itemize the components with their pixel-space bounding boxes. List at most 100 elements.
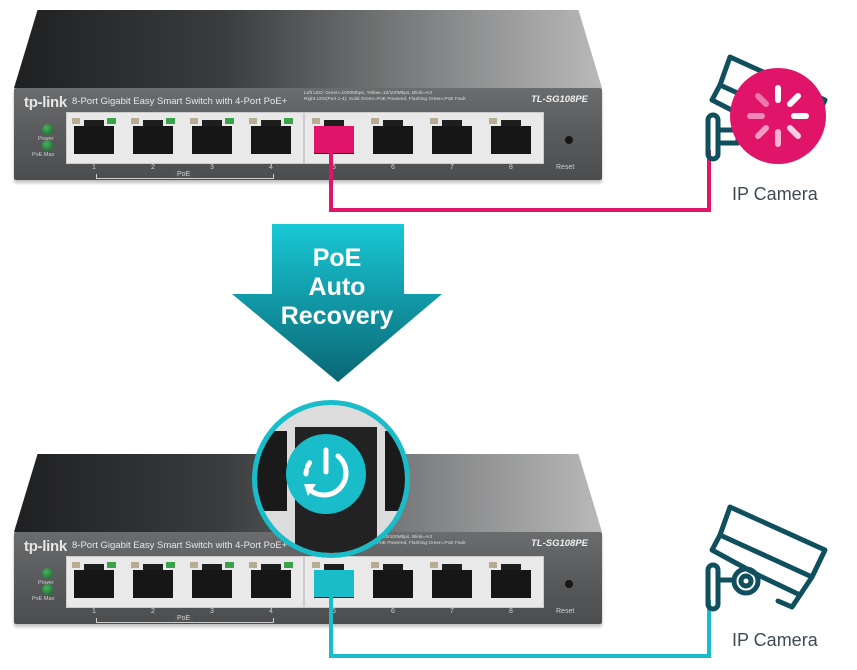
link-led: [430, 562, 438, 568]
switch-top-panel: [14, 10, 602, 88]
model-number: TL-SG108PE: [530, 538, 588, 549]
poe-max-led: [42, 584, 53, 595]
port-latch: [501, 564, 521, 572]
port-number: 8: [509, 608, 513, 615]
led-legend-line: Right LED(Port 1-4): Solid Green=PoE Pow…: [304, 97, 466, 102]
port-latch: [84, 564, 104, 572]
switch-front-panel: tp-link 8-Port Gigabit Easy Smart Switch…: [14, 532, 602, 624]
link-led: [312, 562, 320, 568]
led-legend-line: Left LED: Green=1000Mbps, Yellow=10/100M…: [304, 91, 433, 96]
ethernet-port-6[interactable]: [369, 116, 417, 156]
reset-label: Reset: [556, 608, 575, 615]
port-number: 3: [210, 164, 214, 171]
port-latch: [324, 120, 344, 128]
ethernet-plug: [314, 126, 354, 153]
link-led: [190, 118, 198, 124]
port-latch: [324, 564, 344, 572]
port-number: 5: [332, 608, 336, 615]
spinner-ticks: [747, 85, 809, 147]
poe-bracket: [96, 174, 274, 179]
ethernet-port-8[interactable]: [487, 560, 535, 600]
arrow-label-line: Auto: [308, 273, 366, 301]
ethernet-port-7[interactable]: [428, 116, 476, 156]
link-led: [249, 562, 257, 568]
port-latch: [442, 564, 462, 572]
arrow-label: PoE Auto Recovery: [232, 244, 442, 331]
port-number: 7: [450, 608, 454, 615]
ethernet-cable-recovered: [707, 600, 711, 658]
link-led: [430, 118, 438, 124]
poe-label: PoE: [174, 171, 194, 178]
ethernet-port-3[interactable]: [188, 116, 236, 156]
poe-led: [107, 118, 116, 124]
brand-logo: tp-link: [24, 538, 67, 555]
poe-led: [225, 562, 234, 568]
switch-faulted: tp-link 8-Port Gigabit Easy Smart Switch…: [0, 0, 620, 180]
link-led: [131, 118, 139, 124]
reset-label: Reset: [556, 164, 575, 171]
ethernet-cable-faulted: [707, 150, 711, 212]
link-led: [249, 118, 257, 124]
brand-logo: tp-link: [24, 94, 67, 111]
ethernet-port-2[interactable]: [129, 560, 177, 600]
ethernet-port-7[interactable]: [428, 560, 476, 600]
port-jack: [491, 126, 531, 154]
reset-button[interactable]: [565, 136, 573, 144]
ethernet-port-4[interactable]: [247, 560, 295, 600]
port-number: 1: [92, 608, 96, 615]
port-number: 5: [332, 164, 336, 171]
lens-port-left: [257, 431, 287, 511]
port-number: 3: [210, 608, 214, 615]
poe-led: [284, 118, 293, 124]
port-jack: [373, 126, 413, 154]
port-jack: [432, 570, 472, 598]
ethernet-port-1[interactable]: [70, 116, 118, 156]
link-led: [131, 562, 139, 568]
poe-led: [166, 118, 175, 124]
port-latch: [501, 120, 521, 128]
poe-max-led: [42, 140, 53, 151]
ethernet-port-2[interactable]: [129, 116, 177, 156]
reset-button[interactable]: [565, 580, 573, 588]
port-jack: [491, 570, 531, 598]
switch-description: 8-Port Gigabit Easy Smart Switch with 4-…: [72, 96, 288, 107]
ethernet-cable-recovered: [329, 586, 333, 658]
link-led: [371, 562, 379, 568]
port-jack: [251, 570, 291, 598]
port-jack: [373, 570, 413, 598]
arrow-label-line: Recovery: [280, 302, 394, 330]
led-legend-line: Right LED(Port 1-4): Solid Green=PoE Pow…: [304, 541, 466, 546]
link-led: [371, 118, 379, 124]
ethernet-port-8[interactable]: [487, 116, 535, 156]
power-label: Power: [38, 580, 54, 586]
loading-spinner-icon: [730, 68, 826, 164]
port-jack: [133, 570, 173, 598]
poe-label: PoE: [174, 615, 194, 622]
arrow-label-line: PoE: [312, 244, 362, 272]
port-latch: [202, 564, 222, 572]
poe-bracket: [96, 618, 274, 623]
port-latch: [143, 120, 163, 128]
power-label: Power: [38, 136, 54, 142]
power-led: [42, 568, 53, 579]
port-number: 8: [509, 164, 513, 171]
port-number: 4: [269, 164, 273, 171]
link-led: [312, 118, 320, 124]
port-jack: [432, 126, 472, 154]
port-latch: [143, 564, 163, 572]
ethernet-port-6[interactable]: [369, 560, 417, 600]
port-number: 6: [391, 608, 395, 615]
poe-led: [107, 562, 116, 568]
ethernet-port-3[interactable]: [188, 560, 236, 600]
ethernet-cable-faulted: [329, 140, 333, 212]
ethernet-port-4[interactable]: [247, 116, 295, 156]
link-led: [489, 562, 497, 568]
port-number: 4: [269, 608, 273, 615]
switch-description: 8-Port Gigabit Easy Smart Switch with 4-…: [72, 540, 288, 551]
ethernet-cable-recovered: [329, 654, 711, 658]
ethernet-port-1[interactable]: [70, 560, 118, 600]
port-latch: [261, 120, 281, 128]
power-restart-glyph: [303, 447, 349, 498]
port-latch: [383, 564, 403, 572]
power-led: [42, 124, 53, 135]
